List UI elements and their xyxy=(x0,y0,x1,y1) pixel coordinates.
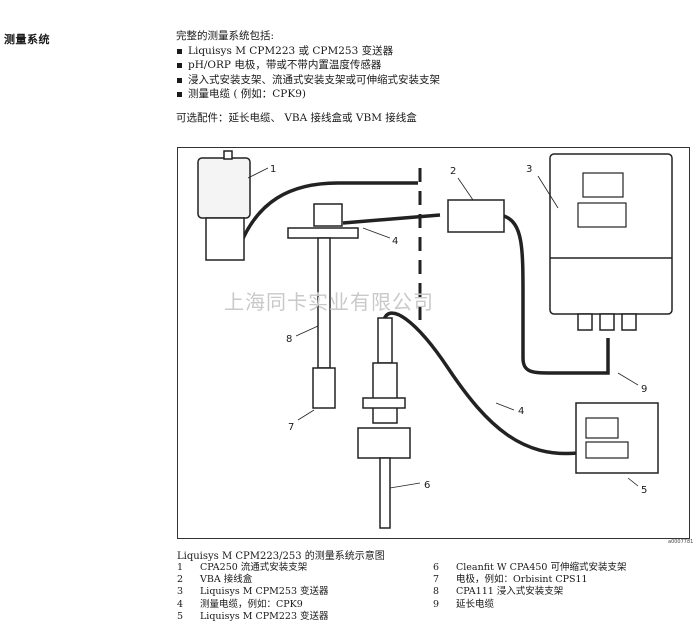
callout-8: 8 xyxy=(286,334,292,345)
legend-text: Cleanfit W CPA450 可伸缩式安装支架 xyxy=(456,562,627,573)
cable-from-holder xyxy=(239,181,418,244)
retract-body xyxy=(372,362,398,424)
legend-text: Liquisys M CPM223 变送器 xyxy=(200,610,329,622)
figure-caption: Liquisys M CPM223/253 的测量系统示意图 xyxy=(177,551,385,562)
diagram-drawing: 1 2 3 4 4 6 7 8 5 9 xyxy=(197,150,673,529)
retract-flange xyxy=(362,397,406,409)
callout-4: 4 xyxy=(518,406,524,417)
callout-1: 1 xyxy=(270,164,276,175)
intro-block: 完整的测量系统包括: Liquisys M CPM223 或 CPM253 变送… xyxy=(176,29,440,102)
field-transmitter-keys xyxy=(577,202,627,228)
legend-num: 6 xyxy=(433,562,440,573)
retract-valve xyxy=(357,427,411,459)
intro-lead: 完整的测量系统包括: xyxy=(176,30,275,42)
junction-box-shape xyxy=(447,199,505,233)
legend-text: 测量电缆，例如：CPK9 xyxy=(200,598,303,610)
legend-row: 5 Liquisys M CPM223 变送器 xyxy=(177,611,329,623)
optional-parts: 可选配件：延长电缆、 VBA 接线盒或 VBM 接线盒 xyxy=(176,112,417,124)
retract-rod xyxy=(379,457,391,529)
legend-row: 1 CPA250 流通式安装支架 xyxy=(177,562,329,574)
legend-row: 6 Cleanfit W CPA450 可伸缩式安装支架 xyxy=(433,562,626,574)
component-list: Liquisys M CPM223 或 CPM253 变送器 pH/ORP 电极… xyxy=(176,44,440,102)
cable-junction-to-transmitter xyxy=(503,214,610,375)
panel-transmitter-keys xyxy=(585,441,629,459)
watermark: 上海同卡实业有限公司 xyxy=(224,290,434,314)
cable-to-junction-box xyxy=(342,213,441,225)
system-diagram: 1 2 3 4 4 6 7 8 5 9 xyxy=(177,147,690,539)
callout-4: 4 xyxy=(392,236,398,247)
legend-text: CPA111 浸入式安装支架 xyxy=(456,586,564,598)
callout-2: 2 xyxy=(450,166,456,177)
legend-num: 9 xyxy=(433,598,440,610)
electrode-7 xyxy=(312,367,336,409)
callout-7: 7 xyxy=(288,422,294,433)
legend-row: 2 VBA 接线盒 xyxy=(177,574,329,586)
field-transmitter-display xyxy=(582,172,624,198)
legend-text: Liquisys M CPM253 变送器 xyxy=(200,586,329,598)
legend-num: 4 xyxy=(177,598,184,610)
legend-num: 5 xyxy=(177,610,184,622)
legend-row: 7 电极，例如：Orbisint CPS11 xyxy=(433,574,626,586)
legend-row: 4 测量电缆，例如：CPK9 xyxy=(177,599,329,611)
retract-top xyxy=(377,317,393,364)
component-item: 测量电缆 ( 例如：CPK9) xyxy=(176,87,440,102)
flow-holder-body xyxy=(197,157,251,219)
legend-text: 电极，例如：Orbisint CPS11 xyxy=(456,574,588,586)
callout-5: 5 xyxy=(641,485,647,496)
legend-row: 8 CPA111 浸入式安装支架 xyxy=(433,586,626,598)
legend-text: VBA 接线盒 xyxy=(200,574,253,586)
callout-3: 3 xyxy=(526,164,532,175)
legend-row: 3 Liquisys M CPM253 变送器 xyxy=(177,586,329,598)
callout-6: 6 xyxy=(424,480,430,491)
legend-num: 8 xyxy=(433,586,440,598)
immersion-flange xyxy=(287,227,359,239)
legend-text: 延长电缆 xyxy=(456,598,495,610)
immersion-top xyxy=(313,203,343,227)
callout-9: 9 xyxy=(641,384,647,395)
cable-to-panel-transmitter xyxy=(381,311,579,456)
figure-id: a0007781 xyxy=(668,539,694,545)
component-item: pH/ORP 电极，带或不带内置温度传感器 xyxy=(176,58,440,73)
legend-num: 7 xyxy=(433,574,440,586)
legend-row: 9 延长电缆 xyxy=(433,599,626,611)
section-heading: 测量系统 xyxy=(4,33,50,46)
flow-holder-cap xyxy=(223,150,233,160)
panel-transmitter-display xyxy=(585,417,619,439)
legend-num: 3 xyxy=(177,586,184,598)
legend-text: CPA250 流通式安装支架 xyxy=(200,562,308,573)
legend-right: 6 Cleanfit W CPA450 可伸缩式安装支架 7 电极，例如：Orbis… xyxy=(433,562,626,611)
flow-holder-base xyxy=(205,217,245,261)
component-item: Liquisys M CPM223 或 CPM253 变送器 xyxy=(176,44,440,59)
legend-num: 2 xyxy=(177,574,184,586)
legend-num: 1 xyxy=(177,562,184,573)
component-item: 浸入式安装支架、流通式安装支架或可伸缩式安装支架 xyxy=(176,73,440,88)
